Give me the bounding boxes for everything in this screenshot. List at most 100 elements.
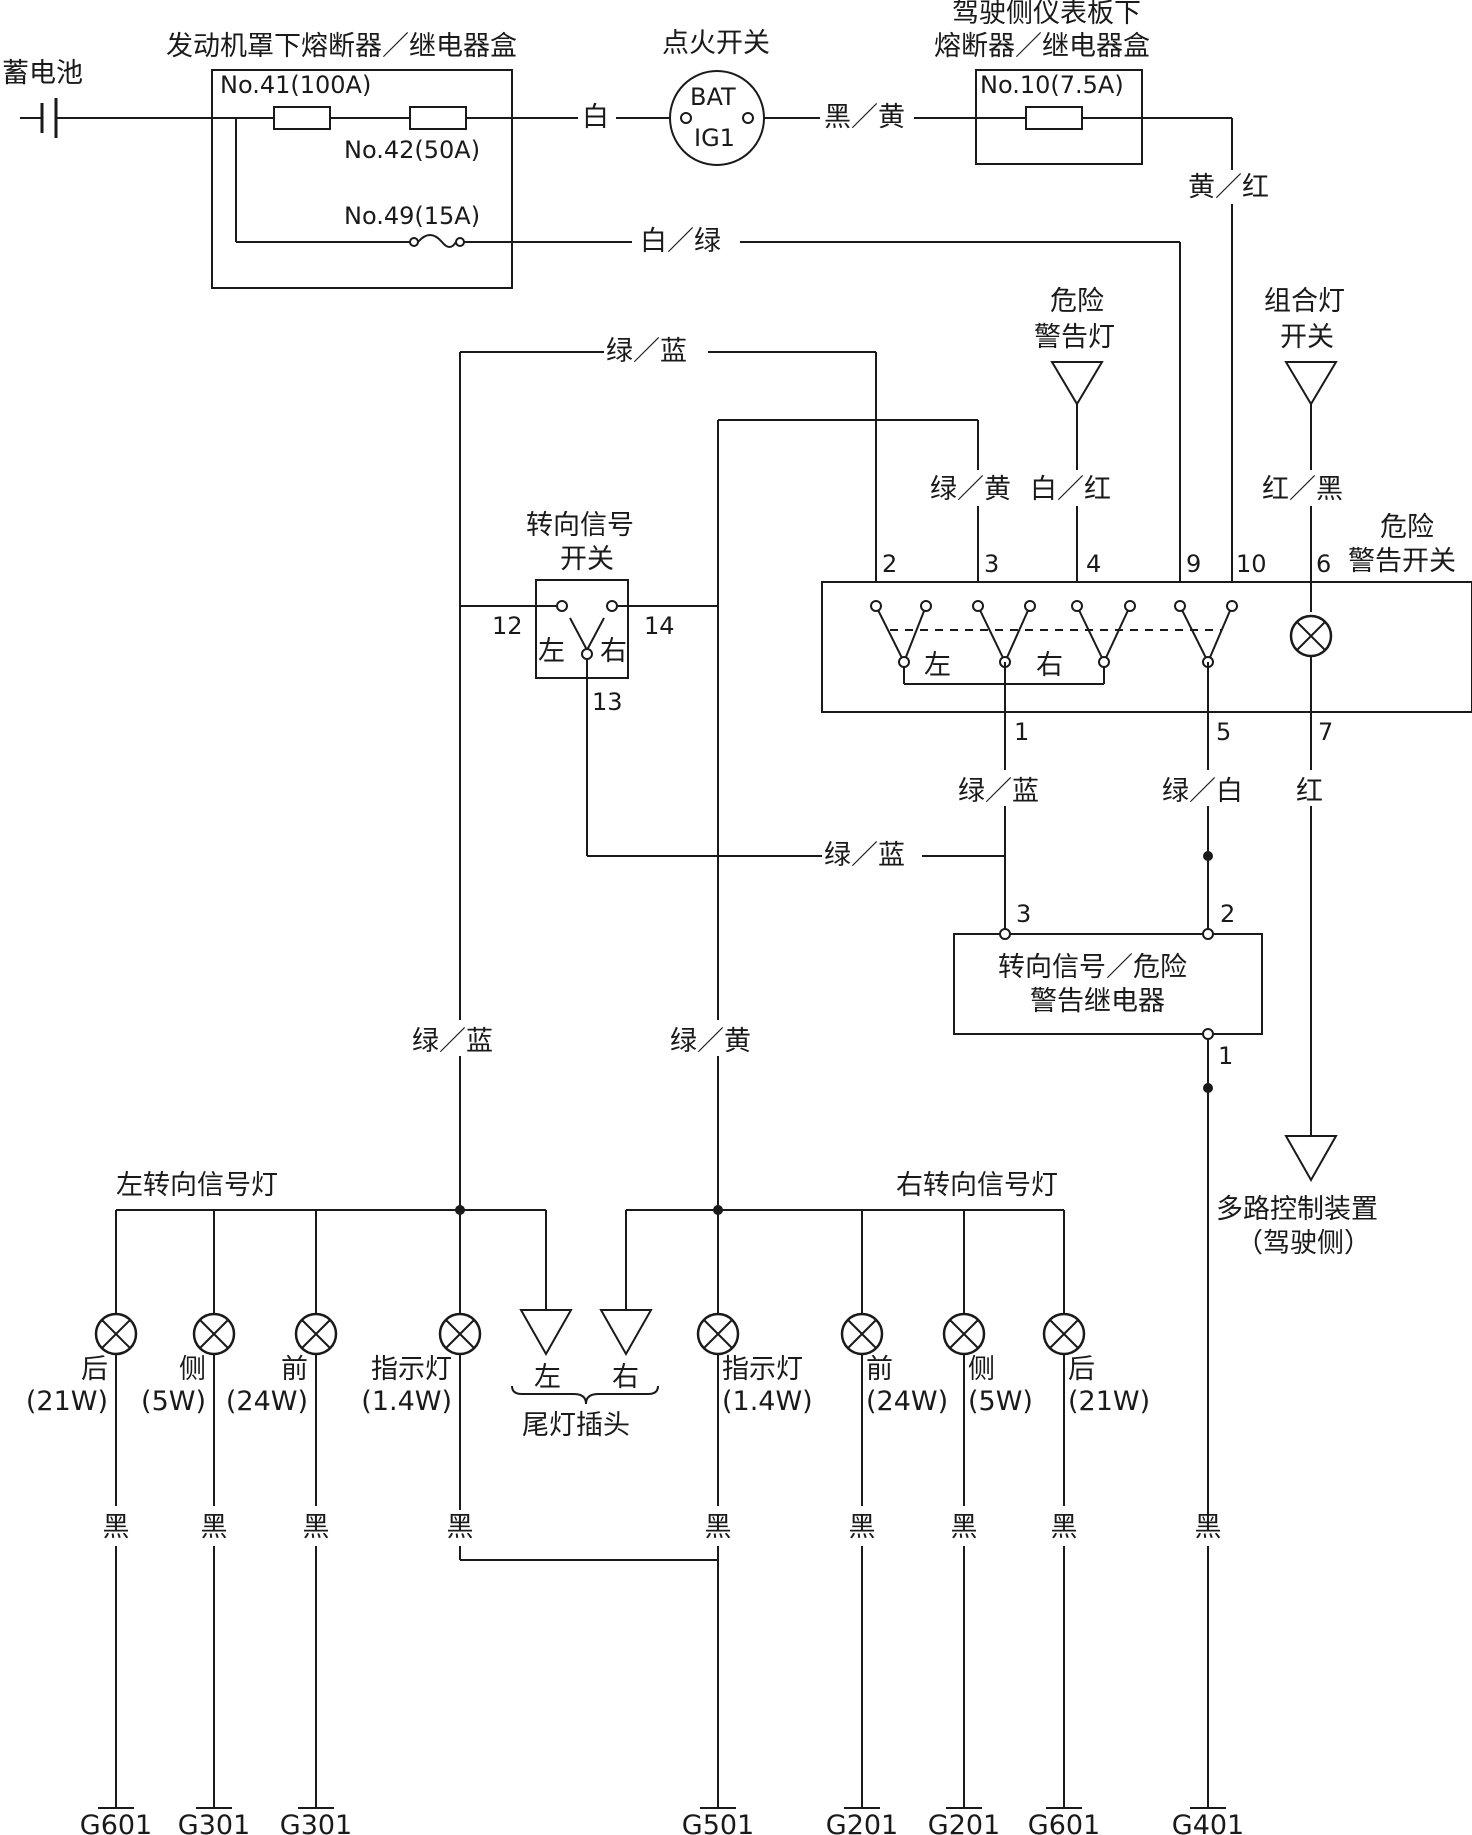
combo-switch-line1: 组合灯 [1264, 286, 1345, 317]
battery-label: 蓄电池 [2, 58, 83, 89]
turn-switch-title-2: 开关 [560, 544, 614, 575]
fuse-41 [273, 106, 331, 130]
ground-label: G501 [682, 1810, 754, 1835]
lamp-power: (5W) [141, 1386, 206, 1417]
hazard-pin-6: 6 [1316, 550, 1331, 578]
hazard-switch-left: 左 [924, 650, 951, 681]
ground-label: G301 [280, 1810, 352, 1835]
wire-black-label: 黑 [303, 1512, 330, 1543]
lamp-power: (24W) [866, 1386, 948, 1417]
lamp-name: 指示灯 [722, 1354, 803, 1385]
lamp-name: 指示灯 [371, 1354, 452, 1385]
ignition-switch: 点火开关 BAT IG1 [662, 28, 770, 166]
hazard-switch-title-2: 警告开关 [1348, 546, 1456, 577]
wire-green-blue-pin1-label: 绿／蓝 [958, 776, 1039, 807]
hazard-pin-10: 10 [1236, 550, 1267, 578]
wire-yellow-red-label: 黄／红 [1188, 172, 1269, 203]
right-turn-lamps-title: 右转向信号灯 [896, 1170, 1058, 1201]
turn-signal-switch: 转向信号 开关 左 右 12 14 13 [460, 510, 718, 716]
mux-line1: 多路控制装置 [1216, 1194, 1378, 1225]
hazard-pin-4: 4 [1086, 550, 1101, 578]
turn-switch-left: 左 [538, 636, 565, 667]
driver-box-title-1: 驾驶侧仪表板下 [952, 0, 1141, 29]
lamp-power: (24W) [226, 1386, 308, 1417]
lamp-name: 前 [281, 1354, 308, 1385]
hazard-switch-right: 右 [1036, 650, 1063, 681]
hazard-pin-5: 5 [1216, 718, 1231, 746]
wire-black-label: 黑 [1051, 1512, 1078, 1543]
hazard-lamp-input: 危险 警告灯 [1034, 286, 1115, 406]
turn-switch-right: 右 [600, 636, 627, 667]
hazard-pin-9: 9 [1186, 550, 1201, 578]
tail-plug-right: 右 [612, 1362, 639, 1393]
relay-pin-2: 2 [1220, 900, 1235, 928]
wire-black-label: 黑 [849, 1512, 876, 1543]
lamp-name: 侧 [968, 1354, 995, 1385]
mux-line2: （驾驶侧） [1236, 1228, 1371, 1259]
engine-fuse-relay-box: 发动机罩下熔断器／继电器盒 No.41(100A) No.42(50A) No.… [166, 31, 1181, 582]
wire-black-label: 黑 [447, 1512, 474, 1543]
lamp-power: (21W) [26, 1386, 108, 1417]
wire-black-yellow-label: 黑／黄 [824, 102, 905, 133]
tail-lamp-plug: 左 右 尾灯插头 [511, 1210, 659, 1441]
turn-pin-12: 12 [492, 612, 523, 640]
wire-red-black-label: 红／黑 [1262, 474, 1343, 505]
ground-label: G601 [80, 1810, 152, 1835]
ignition-bat: BAT [690, 83, 736, 111]
wire-black-label: 黑 [201, 1512, 228, 1543]
relay-title-1: 转向信号／危险 [998, 952, 1187, 983]
turn-lamp-left-3: 指示灯(1.4W)黑 [361, 1312, 482, 1543]
wire-black-label: 黑 [951, 1512, 978, 1543]
wire-green-yellow-right-label: 绿／黄 [670, 1026, 751, 1057]
hazard-pin-2: 2 [882, 550, 897, 578]
ground-label: G401 [1172, 1810, 1244, 1835]
lamp-name: 前 [866, 1354, 893, 1385]
hazard-pin-1: 1 [1014, 718, 1029, 746]
ground-label: G301 [178, 1810, 250, 1835]
driver-fuse-relay-box: 驾驶侧仪表板下 熔断器／继电器盒 No.10(7.5A) [934, 0, 1232, 165]
turn-lamp-left-2: 前(24W) 黑 G301 [226, 1210, 352, 1835]
combo-switch-line2: 开关 [1280, 322, 1334, 353]
turn-switch-title-1: 转向信号 [526, 510, 634, 541]
lamp-power: (5W) [968, 1386, 1033, 1417]
turn-pin-13: 13 [592, 688, 623, 716]
fuse-10-label: No.10(7.5A) [980, 71, 1124, 99]
hazard-switch-title-1: 危险 [1380, 512, 1434, 543]
turn-hazard-relay: 3 2 1 转向信号／危险 警告继电器 [953, 900, 1263, 1070]
relay-pin-1: 1 [1218, 1042, 1233, 1070]
wire-green-white-label: 绿／白 [1162, 776, 1243, 807]
hazard-lamp-input-line2: 警告灯 [1034, 322, 1115, 353]
fuse-49 [409, 234, 465, 248]
battery: 蓄电池 [2, 58, 212, 138]
multiplex-control-unit: 多路控制装置 （驾驶侧） [1216, 1135, 1378, 1259]
wire-white-green-label: 白／绿 [640, 226, 721, 257]
wire-green-yellow-label: 绿／黄 [930, 474, 1011, 505]
ground-label: G601 [1028, 1810, 1100, 1835]
fuse-10 [1025, 106, 1083, 130]
hazard-pin-7: 7 [1318, 718, 1333, 746]
wire-white-red-label: 白／红 [1030, 474, 1111, 505]
relay-pin-3: 3 [1016, 900, 1031, 928]
relay-title-2: 警告继电器 [1030, 986, 1165, 1017]
lamp-name: 后 [1068, 1354, 1095, 1385]
hazard-warning-switch: 危险 警告开关 2 3 4 9 10 6 左 右 [821, 512, 1472, 746]
ground-label: G201 [928, 1810, 1000, 1835]
fuse-42-label: No.42(50A) [344, 136, 480, 164]
wire-green-blue-mid-label: 绿／蓝 [824, 840, 905, 871]
wire-black-label: 黑 [103, 1512, 130, 1543]
wire-black-label: 黑 [1195, 1512, 1222, 1543]
wire-white-label: 白 [582, 102, 609, 133]
hazard-lamp-input-line1: 危险 [1050, 286, 1104, 317]
fuse-49-label: No.49(15A) [344, 202, 480, 230]
turn-lamp-right-2: 侧(5W) 黑 G201 [928, 1210, 1033, 1835]
ignition-title: 点火开关 [662, 28, 770, 59]
ground-g401: 黑 G401 [1172, 1512, 1244, 1835]
tail-plug-label: 尾灯插头 [522, 1410, 630, 1441]
combination-switch-input: 组合灯 开关 [1264, 286, 1345, 406]
driver-box-title-2: 熔断器／继电器盒 [934, 31, 1150, 62]
left-turn-lamps-title: 左转向信号灯 [116, 1170, 278, 1201]
fuse-41-label: No.41(100A) [220, 71, 371, 99]
